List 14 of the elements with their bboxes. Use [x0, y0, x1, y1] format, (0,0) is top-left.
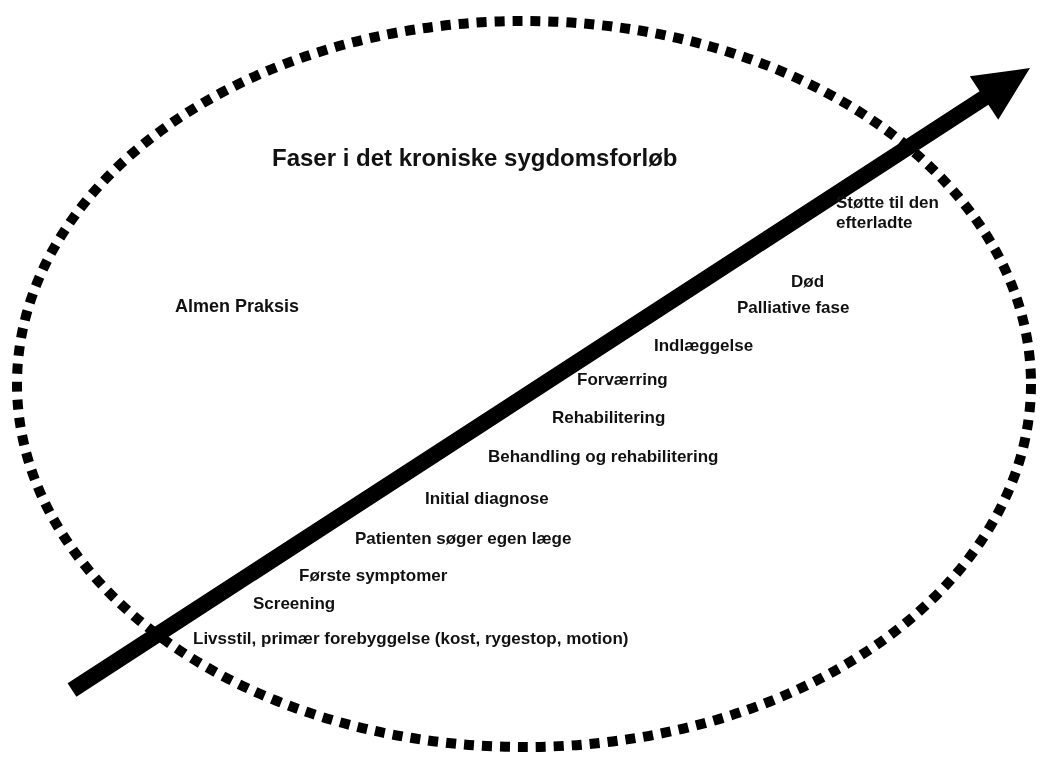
phase-ellipse — [12, 16, 1036, 752]
phase-label: Palliative fase — [737, 298, 850, 319]
phase-label: Initial diagnose — [425, 489, 549, 510]
phase-label: Behandling og rehabilitering — [488, 447, 719, 468]
phase-label: Patienten søger egen læge — [355, 529, 572, 550]
phase-label: Indlæggelse — [654, 336, 754, 357]
ellipse-heading: Faser i det kroniske sygdomsforløb — [272, 144, 678, 173]
phase-label: Død — [791, 272, 825, 293]
phase-label: Livsstil, primær forebyggelse (kost, rygestop, motion) — [193, 629, 629, 650]
phase-label: Rehabilitering — [552, 408, 666, 429]
phase-label: Screening — [253, 594, 336, 615]
phase-label: Første symptomer — [299, 566, 448, 587]
phase-label: Forværring — [577, 370, 668, 391]
sector-label: Almen Praksis — [175, 296, 300, 318]
